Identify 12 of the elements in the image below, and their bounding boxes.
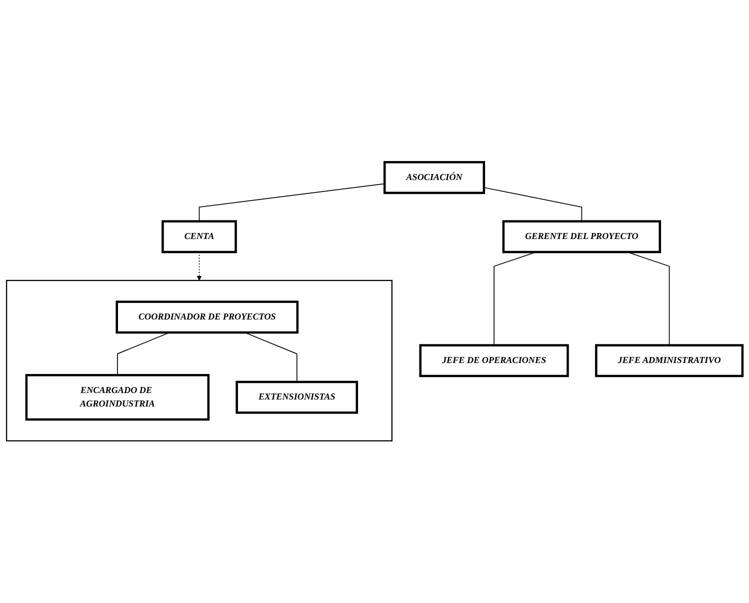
node-box: ASOCIACIÓN — [383, 161, 486, 194]
connector — [198, 183, 386, 222]
node-box: CENTA — [162, 220, 237, 254]
node-box: JEFE DE OPERACIONES — [419, 344, 569, 378]
cluster — [6, 280, 392, 442]
node-box: EXTENSIONISTAS — [236, 380, 358, 414]
node-box: COORDINADOR DE PROYECTOS — [116, 300, 299, 334]
node-box: GERENTE DEL PROYECTO — [502, 220, 662, 254]
node-box: ENCARGADO DE AGROINDUSTRIA — [25, 374, 210, 421]
connector — [244, 332, 298, 382]
node-box: JEFE ADMINISTRATIVO — [595, 344, 744, 378]
connector — [484, 187, 582, 222]
